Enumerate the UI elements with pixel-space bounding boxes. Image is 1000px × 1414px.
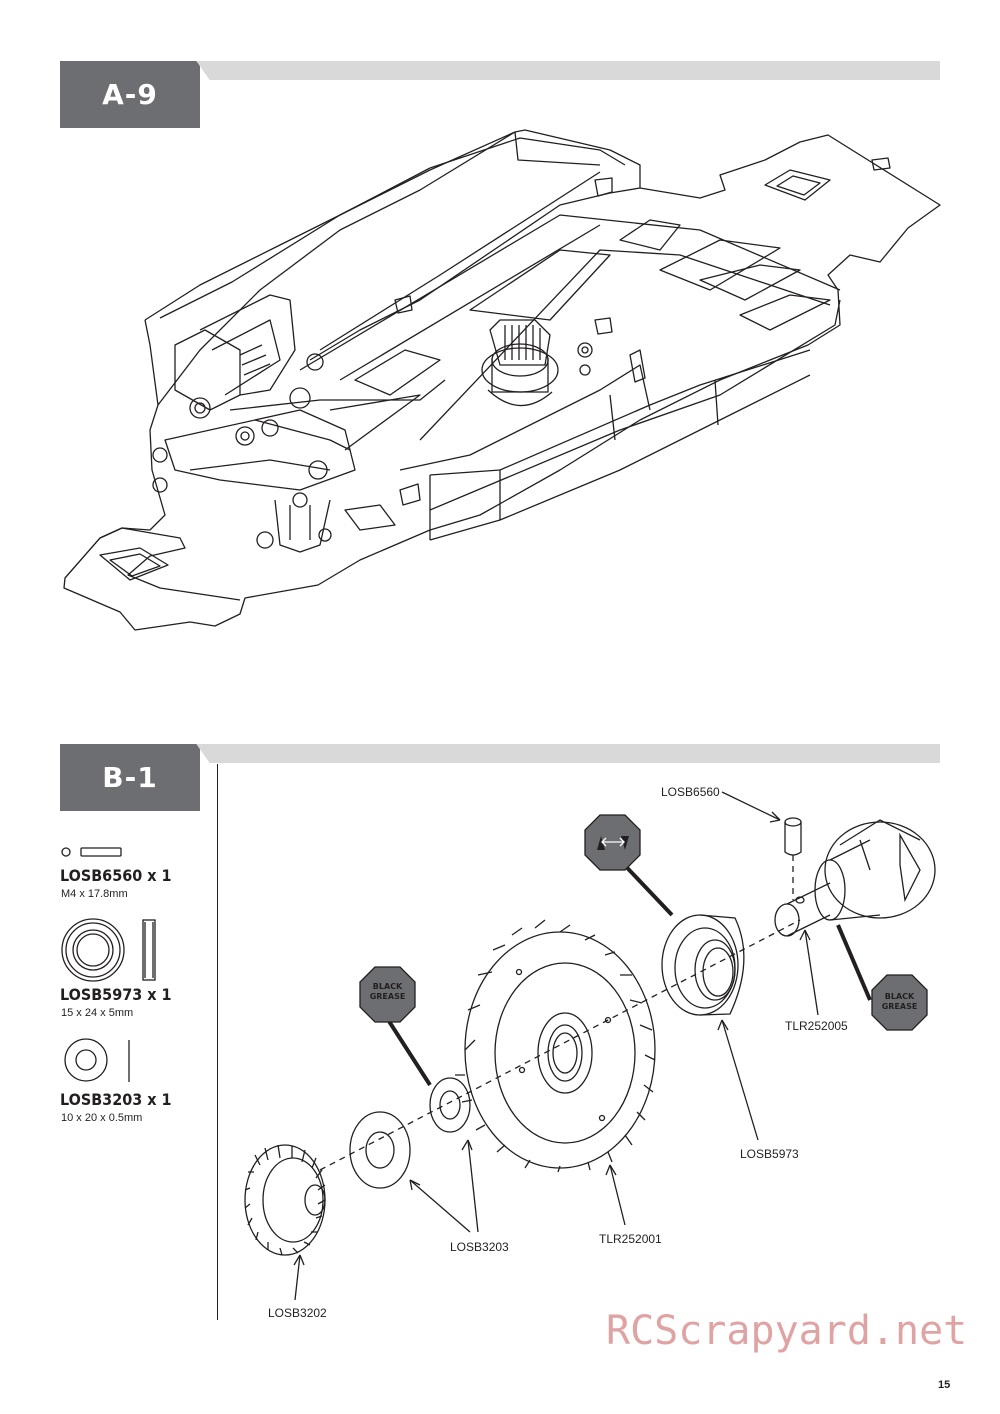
ring-gear-part bbox=[455, 919, 656, 1173]
black-grease-icon bbox=[871, 974, 928, 1031]
step-a9-label: A-9 bbox=[102, 78, 158, 111]
step-a9-bar bbox=[214, 61, 940, 80]
grease-left-line2: GREASE bbox=[369, 992, 406, 1001]
part-losb3203-size: 10 x 20 x 0.5mm bbox=[61, 1112, 143, 1124]
shim-part-right bbox=[429, 1077, 471, 1133]
callout-losb3202: LOSB3202 bbox=[268, 1306, 327, 1320]
step-a9-badge: A-9 bbox=[60, 61, 200, 128]
callout-losb3203: LOSB3203 bbox=[450, 1240, 509, 1254]
chassis-assembly-drawing bbox=[63, 129, 941, 631]
part-losb5973-size: 15 x 24 x 5mm bbox=[61, 1007, 134, 1019]
pinion-gear-part bbox=[244, 1144, 326, 1256]
callout-losb6560: LOSB6560 bbox=[661, 785, 720, 799]
step-b1-label: B-1 bbox=[102, 761, 158, 794]
bearing-part bbox=[661, 914, 745, 1016]
callout-losb5973: LOSB5973 bbox=[740, 1147, 799, 1161]
part-losb6560-name: LOSB6560 x 1 bbox=[60, 866, 172, 885]
part-losb5973-name: LOSB5973 x 1 bbox=[60, 985, 172, 1004]
watermark: RCScrapyard.net bbox=[606, 1308, 968, 1354]
grease-badge-left-text: BLACK GREASE bbox=[360, 982, 415, 1002]
black-grease-icon bbox=[359, 966, 416, 1023]
step-b1-badge: B-1 bbox=[60, 744, 200, 811]
grease-right-line2: GREASE bbox=[881, 1002, 918, 1011]
callout-tlr252001: TLR252001 bbox=[599, 1232, 662, 1246]
bearing-orientation-icon bbox=[584, 814, 641, 871]
part-losb3203-name: LOSB3203 x 1 bbox=[60, 1090, 172, 1109]
parts-list-icons bbox=[61, 847, 156, 1082]
step-b1-bar bbox=[214, 744, 940, 763]
grease-badge-right-text: BLACK GREASE bbox=[872, 992, 927, 1012]
outdrive-part bbox=[774, 819, 936, 937]
washer-icon bbox=[64, 1038, 130, 1082]
bearing-icon bbox=[61, 918, 156, 982]
grease-left-line1: BLACK bbox=[372, 982, 403, 991]
part-losb6560-size: M4 x 17.8mm bbox=[61, 888, 128, 900]
shim-part-left bbox=[349, 1111, 411, 1189]
parts-list-divider bbox=[217, 764, 218, 1320]
grease-right-line1: BLACK bbox=[884, 992, 915, 1001]
callout-tlr252005: TLR252005 bbox=[785, 1019, 848, 1033]
pin-icon bbox=[61, 847, 122, 857]
page-number: 15 bbox=[938, 1379, 951, 1391]
pin-part bbox=[784, 817, 802, 856]
